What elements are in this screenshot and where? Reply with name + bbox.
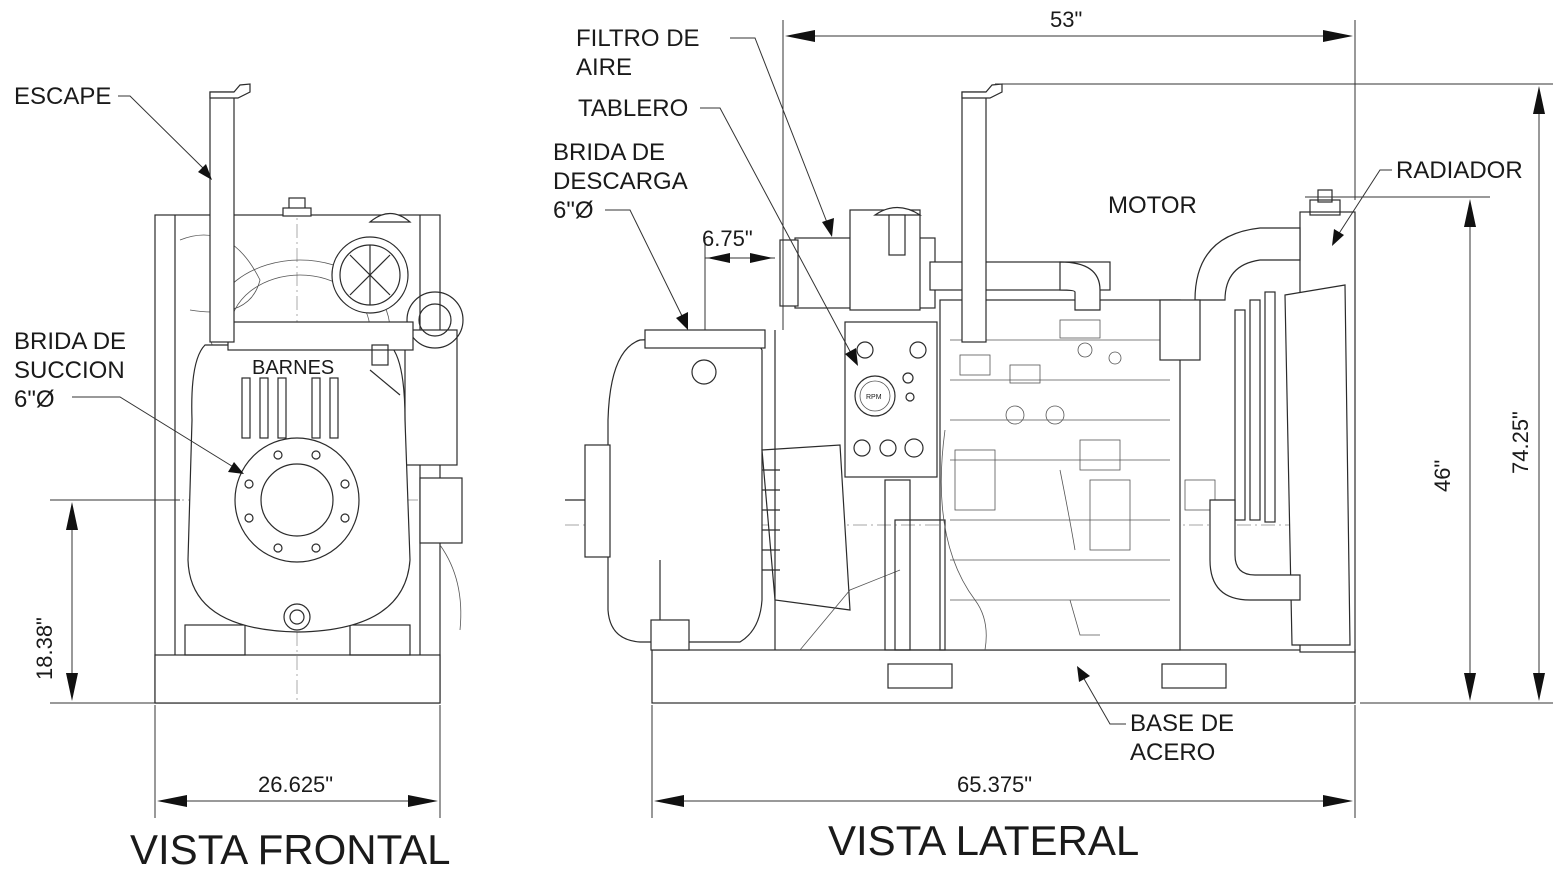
dim-front-width: 26.625" bbox=[258, 772, 333, 797]
label-base-acero-1: BASE DE bbox=[1130, 710, 1234, 737]
dim-flange-offset: 6.75" bbox=[702, 226, 753, 251]
rpm-gauge bbox=[854, 375, 896, 417]
label-brida-descarga-1: BRIDA DE bbox=[553, 139, 665, 166]
brand-barnes: BARNES bbox=[252, 357, 334, 379]
label-brida-succion-3: 6"Ø bbox=[14, 386, 55, 413]
dim-side-length: 65.375" bbox=[957, 772, 1032, 797]
side-view: RPM bbox=[565, 83, 1356, 704]
front-exhaust-pipe bbox=[209, 91, 235, 343]
side-pump-casing bbox=[607, 335, 763, 643]
dim-axis-height: 46" bbox=[1430, 460, 1455, 492]
side-exhaust-pipe bbox=[961, 91, 987, 343]
label-brida-descarga-2: DESCARGA bbox=[553, 168, 688, 195]
front-view bbox=[140, 83, 464, 704]
label-escape: ESCAPE bbox=[14, 83, 111, 110]
label-brida-succion-2: SUCCION bbox=[14, 357, 125, 384]
dim-front-height: 18.38" bbox=[32, 617, 57, 680]
label-radiador: RADIADOR bbox=[1396, 157, 1523, 184]
label-base-acero-2: ACERO bbox=[1130, 739, 1215, 766]
suction-flange bbox=[234, 437, 360, 563]
label-tablero: TABLERO bbox=[578, 95, 688, 122]
label-motor: MOTOR bbox=[1108, 192, 1197, 219]
side-engine-block bbox=[939, 299, 1181, 651]
dim-top-length: 53" bbox=[1050, 7, 1082, 32]
dim-overall-height: 74.25" bbox=[1508, 411, 1533, 474]
front-annotations: ESCAPE BRIDA DE SUCCION 6"Ø BARNES 18.38… bbox=[14, 83, 451, 873]
rpm-gauge-label: RPM bbox=[866, 394, 882, 401]
title-vista-lateral: VISTA LATERAL bbox=[828, 817, 1139, 864]
label-filtro-aire-1: FILTRO DE bbox=[576, 25, 700, 52]
front-base bbox=[154, 654, 441, 704]
side-annotations: 53" FILTRO DE AIRE TABLERO BRIDA DE DESC… bbox=[553, 7, 1553, 864]
side-steel-base bbox=[651, 649, 1356, 704]
title-vista-frontal: VISTA FRONTAL bbox=[130, 826, 451, 873]
label-brida-descarga-3: 6"Ø bbox=[553, 197, 594, 224]
label-brida-succion-1: BRIDA DE bbox=[14, 328, 126, 355]
label-filtro-aire-2: AIRE bbox=[576, 54, 632, 81]
